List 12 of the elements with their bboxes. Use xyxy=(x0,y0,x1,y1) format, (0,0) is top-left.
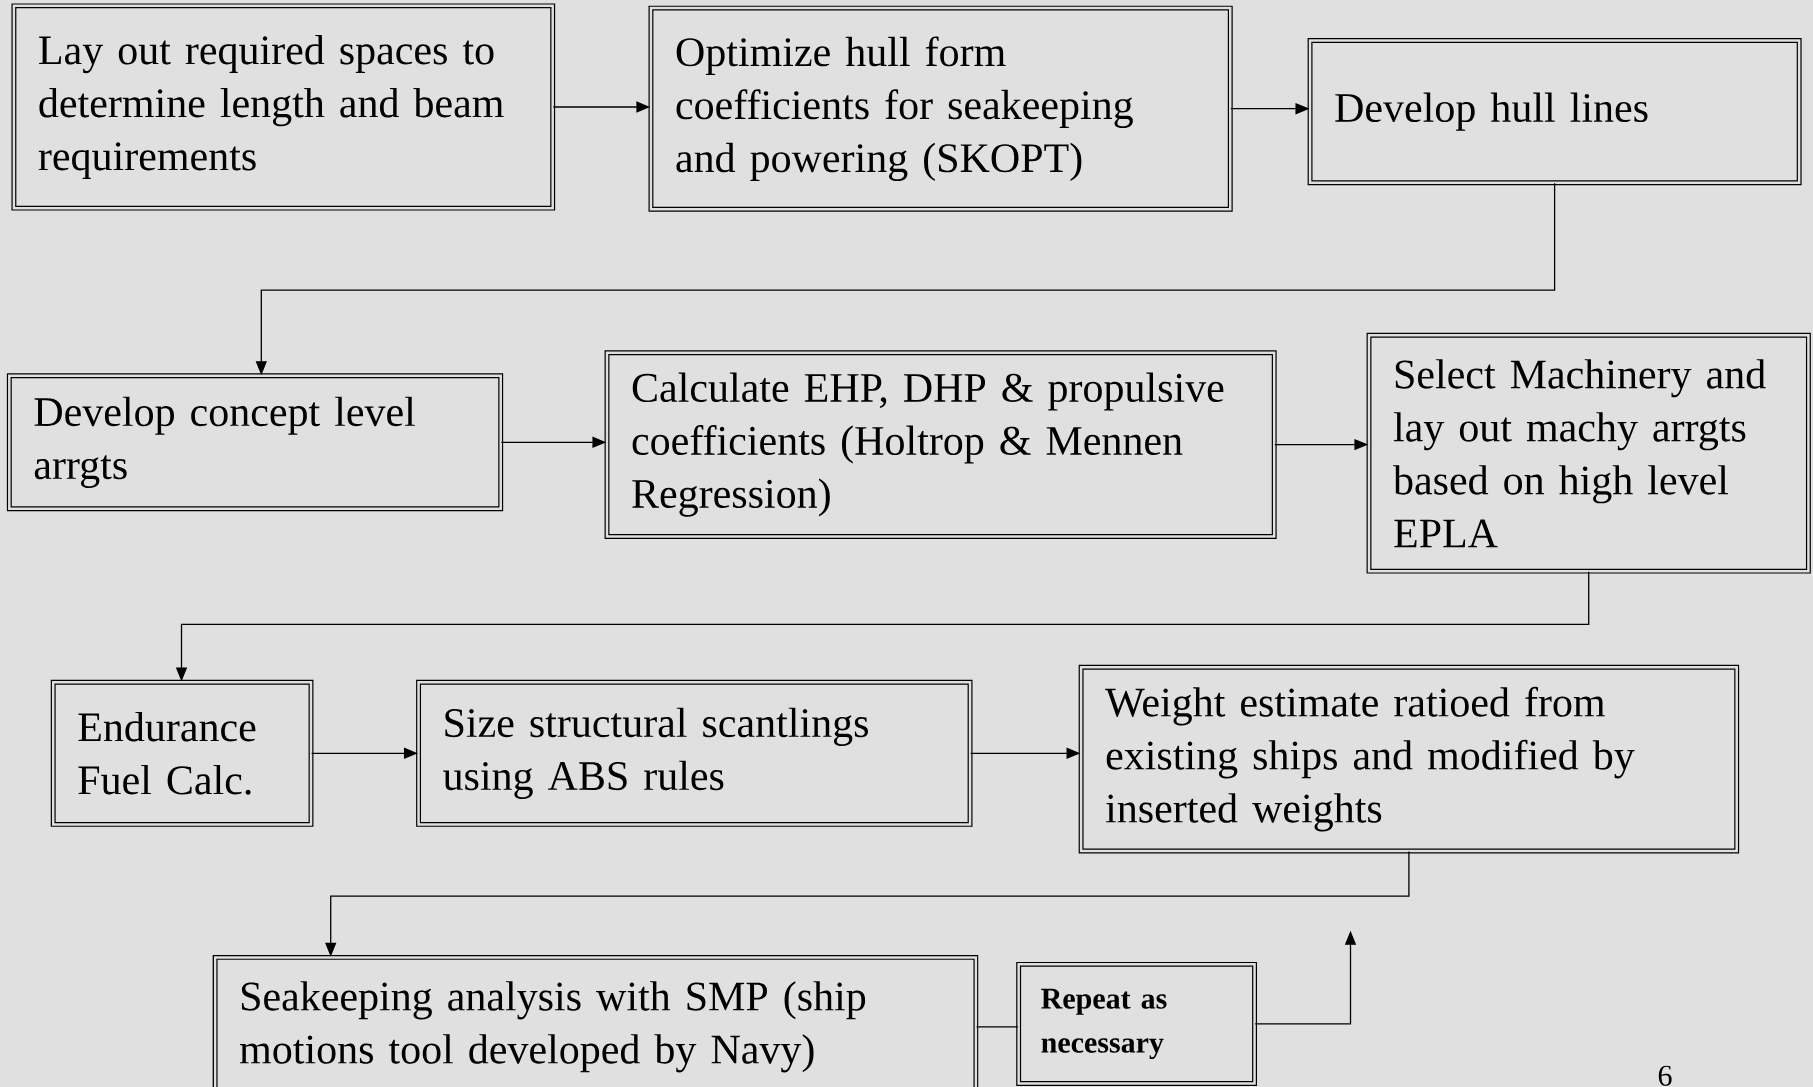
process-box: Develop concept level arrgts xyxy=(6,373,504,512)
process-box: Lay out required spaces to determine length and beam requirements xyxy=(11,3,556,211)
process-box: Repeat as necessary xyxy=(1016,961,1257,1086)
process-box: Optimize hull form coefficients for seakeeping and powering (SKOPT) xyxy=(648,5,1233,212)
process-box: Endurance Fuel Calc. xyxy=(50,679,314,827)
process-box: Size structural scantlings using ABS rules xyxy=(416,679,973,827)
process-box: Calculate EHP, DHP & propulsive coefficients (Holtrop & Mennen Regression) xyxy=(604,350,1277,539)
page-number: 6 xyxy=(1658,1065,1672,1086)
process-box: Select Machinery and lay out machy arrgts based on high level EPLA xyxy=(1366,332,1811,574)
process-box: Seakeeping analysis with SMP (ship motions tool developed by Navy) xyxy=(212,954,979,1087)
process-box: Weight estimate ratioed from existing ships and modified by inserted weights xyxy=(1078,664,1740,854)
process-box: Develop hull lines xyxy=(1307,38,1802,186)
